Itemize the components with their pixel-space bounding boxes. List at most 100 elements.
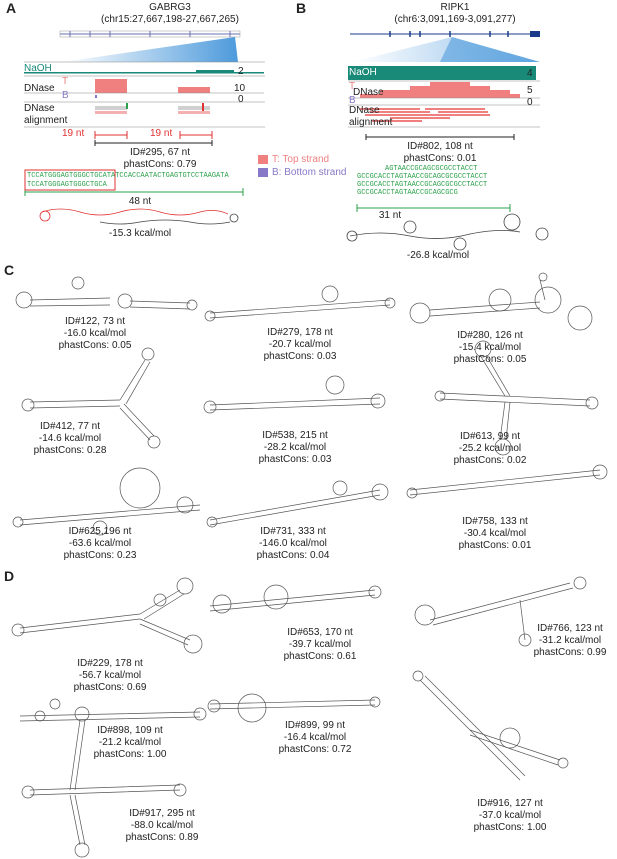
caption-energy: -146.0 kcal/mol: [259, 538, 327, 549]
sequence-line-2-a: TCCATGGGAGTGGGCTGCA: [27, 181, 107, 189]
sequence-line-1-a: TCCATGGGAGTGGGCTGCATATCCACCAATACTGAGTGTC…: [27, 172, 229, 180]
strand-label-b-a: B: [62, 90, 69, 101]
caption-phast: phastCons: 0.05: [453, 354, 527, 365]
legend-top-strand: T: Top strand: [272, 154, 330, 165]
sequence-line-2-b: GCCGCACCTAGTAACCGCAGCGCGCCTACCT: [357, 173, 488, 181]
caption-id: ID#412, 77 nt: [39, 421, 101, 432]
green-span-a: [24, 188, 244, 196]
caption-phast: phastCons: 0.72: [278, 744, 352, 755]
caption-phast: phastCons: 0.28: [33, 445, 107, 456]
caption-id: ID#613, 99 nt: [459, 431, 521, 442]
locus-b: (chr6:3,091,169-3,091,277): [394, 14, 516, 25]
caption-c-6: ID#613, 99 nt -25.2 kcal/mol phastCons: …: [440, 431, 540, 467]
repeat-box-a: [24, 169, 116, 191]
sequence-rest-1-a: TATCCACCAATACTGAGTGTCCTAAGATA: [106, 172, 229, 180]
strand-label-t-a: T: [62, 76, 69, 87]
caption-phast: phastCons: 1.00: [93, 749, 167, 760]
nt-label-left-a: 19 nt: [62, 128, 85, 139]
track-value-naoh-a: 2: [238, 66, 244, 77]
rna-structures-c: [12, 272, 608, 536]
alignment-label-b: DNase alignment: [349, 105, 393, 128]
caption-energy: -20.7 kcal/mol: [268, 339, 332, 350]
caption-c-5: ID#538, 215 nt -28.2 kcal/mol phastCons:…: [245, 430, 345, 466]
strand-label-t-b: T: [349, 81, 356, 92]
track-value-dnase-top-b: 5: [527, 85, 533, 96]
caption-phast: phastCons: 0.69: [73, 682, 147, 693]
caption-c-9: ID#758, 133 nt -30.4 kcal/mol phastCons:…: [445, 516, 545, 552]
caption-c-1: ID#122, 73 nt -16.0 kcal/mol phastCons: …: [45, 316, 145, 352]
naoh-track-a: [24, 70, 264, 74]
caption-id: ID#899, 99 nt: [284, 720, 346, 731]
caption-id: ID#122, 73 nt: [64, 316, 126, 327]
phastcons-b: phastCons: 0.01: [403, 153, 477, 164]
caption-id: ID#916, 127 nt: [477, 798, 543, 809]
caption-id: ID#538, 215 nt: [262, 430, 328, 441]
panel-letter-c: C: [4, 262, 15, 278]
zoom-fan-a: [62, 37, 238, 62]
caption-energy: -28.2 kcal/mol: [263, 442, 327, 453]
rna-structure-a: [39, 208, 239, 225]
dnase-track-a: [24, 79, 264, 98]
caption-d-5: ID#899, 99 nt -16.4 kcal/mol phastCons: …: [265, 720, 365, 756]
legend-swatch-top: [258, 155, 268, 164]
energy-b: -26.8 kcal/mol: [406, 250, 470, 261]
panel-letter-d: D: [4, 568, 15, 584]
strand-label-b-b: B: [349, 95, 356, 106]
sequence-line-4-b: GCCGCACCTAGTAACCGCAGCGCG: [357, 189, 458, 197]
caption-id: ID#898, 109 nt: [97, 725, 163, 736]
panel-letter-a: A: [6, 0, 17, 16]
alignment-label-a: DNase alignment: [24, 103, 68, 126]
rna-structures-d: [11, 576, 587, 858]
track-value-dnase-top-a: 10: [234, 83, 246, 94]
gene-axis-b: [350, 31, 540, 37]
caption-phast: phastCons: 0.02: [453, 455, 527, 466]
caption-d-3: ID#766, 123 nt -31.2 kcal/mol phastCons:…: [520, 623, 617, 659]
legend-bottom-strand: B: Bottom strand: [272, 167, 347, 178]
panel-letter-b: B: [296, 0, 307, 16]
caption-id: ID#625,196 nt: [68, 526, 132, 537]
caption-c-7: ID#625,196 nt -63.6 kcal/mol phastCons: …: [50, 526, 150, 562]
structure-id-a: ID#295, 67 nt: [129, 147, 191, 158]
gene-name-a: GABRG3: [149, 2, 191, 13]
caption-id: ID#280, 126 nt: [457, 330, 523, 341]
caption-energy: -16.4 kcal/mol: [283, 732, 347, 743]
caption-phast: phastCons: 0.89: [125, 832, 199, 843]
caption-energy: -21.2 kcal/mol: [98, 737, 162, 748]
dnase-track-b: [360, 82, 520, 98]
caption-phast: phastCons: 0.03: [263, 351, 337, 362]
caption-phast: phastCons: 0.01: [458, 540, 532, 551]
dnase-alignment-a: [95, 103, 210, 114]
track-value-dnase-bottom-a: 0: [238, 94, 244, 105]
span-line-a: [94, 140, 213, 146]
caption-c-2: ID#279, 178 nt -20.7 kcal/mol phastCons:…: [250, 327, 350, 363]
track-label-alignment-b: DNase alignment: [349, 105, 392, 129]
caption-energy: -30.4 kcal/mol: [463, 528, 527, 539]
rna-structure-b: [346, 213, 549, 251]
phastcons-a: phastCons: 0.79: [123, 159, 197, 170]
caption-c-4: ID#412, 77 nt -14.6 kcal/mol phastCons: …: [20, 421, 120, 457]
track-label-naoh-a: NaOH: [24, 63, 52, 74]
caption-d-2: ID#653, 170 nt -39.7 kcal/mol phastCons:…: [270, 627, 370, 663]
caption-id: ID#229, 178 nt: [77, 658, 143, 669]
caption-phast: phastCons: 1.00: [473, 822, 547, 833]
dnase-alignment-b: [360, 108, 490, 122]
caption-energy: -39.7 kcal/mol: [288, 639, 352, 650]
sequence-line-3-b: GCCGCACCTAGTAACCGCAGCGCGCCTACCT: [357, 181, 488, 189]
caption-phast: phastCons: 0.23: [63, 550, 137, 561]
caption-phast: phastCons: 0.05: [58, 340, 132, 351]
caption-id: ID#279, 178 nt: [267, 327, 333, 338]
caption-energy: -88.0 kcal/mol: [130, 820, 194, 831]
legend-swatch-bottom: [258, 168, 268, 177]
caption-id: ID#758, 133 nt: [462, 516, 528, 527]
caption-d-4: ID#898, 109 nt -21.2 kcal/mol phastCons:…: [80, 725, 180, 761]
caption-id: ID#917, 295 nt: [129, 808, 195, 819]
locus-a: (chr15:27,667,198-27,667,265): [101, 14, 239, 25]
caption-c-3: ID#280, 126 nt -15.4 kcal/mol phastCons:…: [440, 330, 540, 366]
caption-energy: -63.6 kcal/mol: [68, 538, 132, 549]
span-line-b: [365, 134, 515, 140]
span-label-b: 31 nt: [378, 210, 402, 221]
caption-c-8: ID#731, 333 nt -146.0 kcal/mol phastCons…: [243, 526, 343, 562]
structure-id-b: ID#802, 108 nt: [407, 141, 473, 152]
caption-energy: -15.4 kcal/mol: [458, 342, 522, 353]
caption-d-1: ID#229, 178 nt -56.7 kcal/mol phastCons:…: [60, 658, 160, 694]
